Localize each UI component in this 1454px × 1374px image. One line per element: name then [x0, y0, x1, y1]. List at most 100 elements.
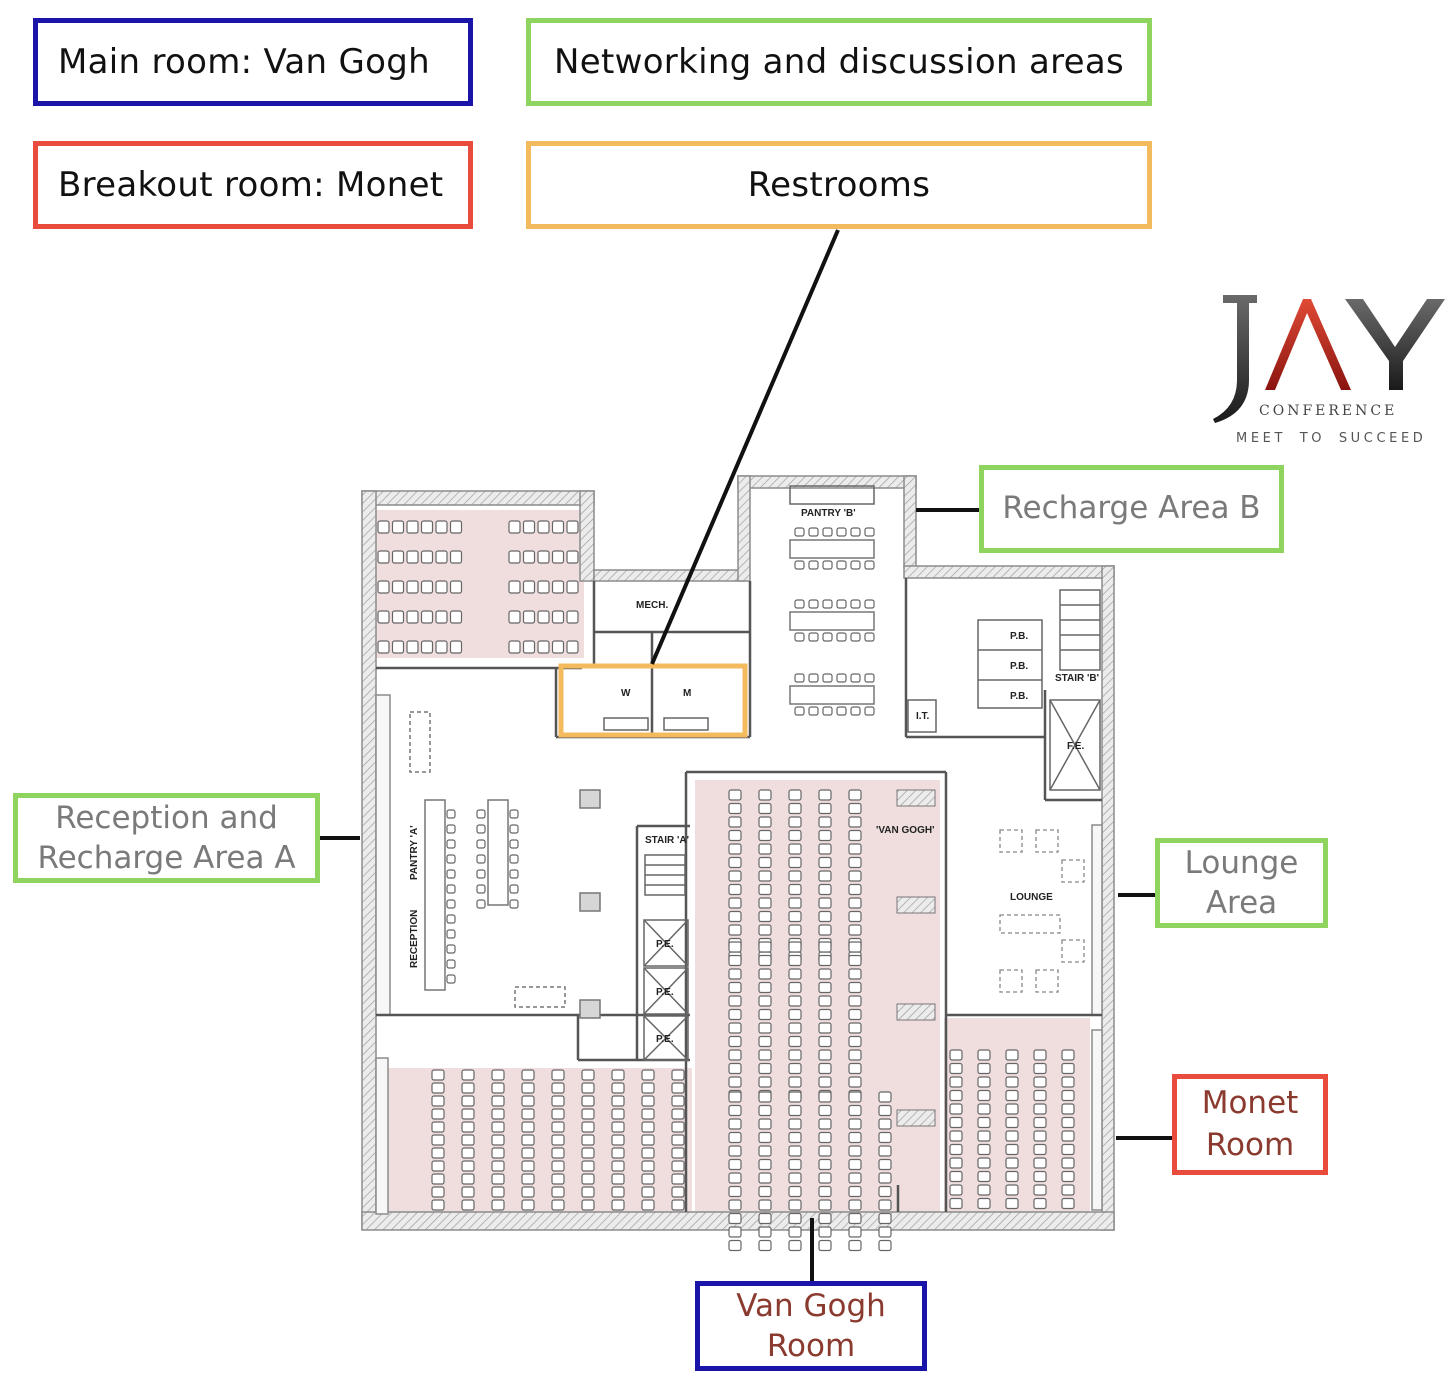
chair [728, 1145, 742, 1157]
chair [836, 632, 847, 642]
chair [788, 968, 802, 980]
chair [850, 599, 861, 609]
chair [641, 1082, 655, 1094]
chair [431, 1069, 445, 1081]
chair [758, 870, 772, 882]
chair [818, 981, 832, 994]
chair [728, 1172, 742, 1184]
chair [581, 1199, 595, 1211]
chair [509, 839, 519, 849]
chair [818, 802, 832, 815]
chair [1033, 1116, 1047, 1129]
chair [1033, 1049, 1047, 1061]
chair [818, 1062, 832, 1075]
chair [446, 869, 456, 879]
chair [551, 550, 565, 564]
chair [509, 824, 519, 834]
chair [728, 1104, 742, 1117]
chair [522, 640, 536, 654]
chair [491, 1121, 505, 1133]
chair [581, 1160, 595, 1172]
chair [864, 560, 875, 570]
chair [949, 1049, 963, 1061]
chair [435, 520, 448, 534]
chair [788, 1076, 802, 1088]
reception-furniture [409, 711, 601, 1019]
chair [878, 1239, 892, 1252]
chair [818, 941, 832, 953]
label-mech: MECH. [636, 600, 668, 611]
label-pe-2: P.E. [656, 987, 674, 998]
chair [446, 839, 456, 849]
chair [818, 968, 832, 980]
chair [641, 1108, 655, 1120]
chair [848, 1185, 862, 1198]
chair [788, 1118, 802, 1130]
chair [758, 1145, 772, 1157]
chair [758, 924, 772, 936]
chair [788, 856, 802, 869]
chair [566, 550, 579, 564]
chair [878, 1226, 892, 1238]
seating-chairs [377, 520, 1075, 1252]
chair [611, 1160, 625, 1172]
chair [537, 640, 550, 654]
chair [435, 640, 448, 654]
chair [848, 816, 862, 828]
chair [848, 1212, 862, 1225]
chair [728, 1131, 742, 1144]
chair [878, 1091, 892, 1103]
chair [949, 1197, 963, 1210]
chair [848, 968, 862, 980]
logo-line-conference: CONFERENCE [1259, 403, 1398, 419]
chair [758, 829, 772, 842]
chair [808, 527, 819, 537]
chair [641, 1199, 655, 1211]
chair [878, 1131, 892, 1144]
chair [491, 1199, 505, 1211]
chair [818, 1239, 832, 1252]
chair [641, 1186, 655, 1198]
chair [551, 1082, 565, 1094]
connector-restrooms [650, 229, 840, 665]
chair [977, 1062, 991, 1075]
chair [420, 610, 434, 624]
chair [836, 599, 847, 609]
label-van-gogh: 'VAN GOGH' [876, 825, 934, 836]
callout-lounge-line1: Lounge [1184, 844, 1299, 881]
chair [521, 1069, 535, 1081]
chair [611, 1134, 625, 1146]
chair [566, 610, 579, 624]
chair [977, 1130, 991, 1142]
chair [728, 968, 742, 980]
chair [476, 824, 486, 834]
chair [551, 520, 565, 534]
chair [522, 520, 536, 534]
chair [461, 1108, 475, 1120]
chair [641, 1095, 655, 1107]
chair [818, 1226, 832, 1238]
chair [818, 829, 832, 842]
chair [581, 1082, 595, 1094]
callout-monet-line1: Monet [1201, 1084, 1299, 1121]
chair [521, 1199, 535, 1211]
chair [848, 856, 862, 869]
chair [848, 870, 862, 882]
chair [788, 1212, 802, 1225]
chair [818, 1104, 832, 1117]
chair [818, 1199, 832, 1211]
legend-restrooms-label: Restrooms [747, 165, 931, 205]
callout-monet-line2: Room [1205, 1126, 1295, 1163]
chair [611, 1173, 625, 1185]
chair [977, 1089, 991, 1102]
label-lounge: LOUNGE [1010, 892, 1053, 903]
chair [1033, 1157, 1047, 1169]
chair [728, 1226, 742, 1238]
chair [611, 1186, 625, 1198]
chair [671, 1134, 685, 1146]
chair [728, 1091, 742, 1103]
chair [728, 802, 742, 815]
chair [1005, 1089, 1019, 1102]
chair [758, 1199, 772, 1211]
label-pe-1: P.E. [656, 939, 674, 950]
